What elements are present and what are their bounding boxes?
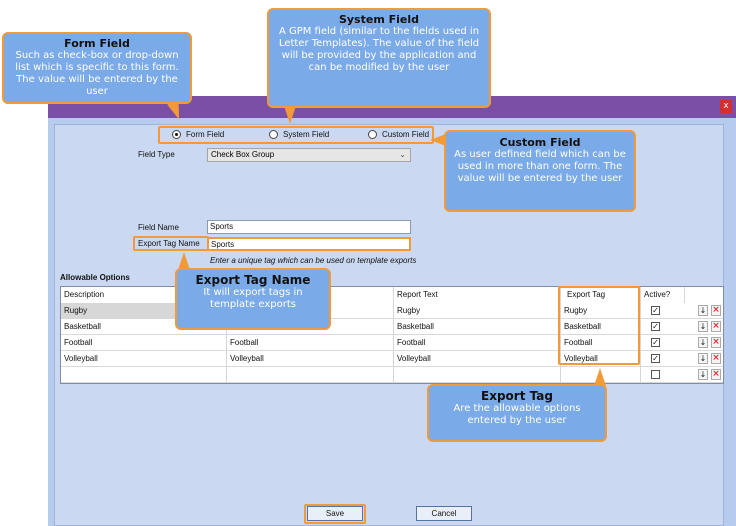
move-down-icon[interactable]: ↓ — [698, 321, 708, 332]
cell-value[interactable] — [227, 367, 394, 383]
callout-export-tag-name: Export Tag Name It will export tags in t… — [175, 268, 331, 330]
callout-export-tag-body: Are the allowable options entered by the… — [453, 403, 581, 426]
move-down-icon[interactable]: ↓ — [698, 353, 708, 364]
cell-description[interactable]: Volleyball — [61, 351, 227, 367]
cell-report-text[interactable]: Volleyball — [394, 351, 561, 367]
table-row[interactable]: Basketball Basketball Basketball ✓ ↓ × — [61, 319, 723, 335]
callout-custom-field-body: As user defined field which can be used … — [454, 149, 626, 184]
column-header-active[interactable]: Active? — [641, 287, 685, 303]
column-header-report-text[interactable]: Report Text — [394, 287, 561, 303]
callout-custom-field: Custom Field As user defined field which… — [444, 130, 636, 212]
cell-value[interactable] — [227, 303, 394, 319]
save-button-highlight — [304, 504, 366, 524]
column-header-export-tag[interactable]: Export Tag — [561, 287, 641, 303]
callout-export-tag-title: Export Tag — [481, 389, 553, 403]
active-checkbox[interactable]: ✓ — [651, 322, 660, 331]
export-tag-column-highlight — [558, 286, 640, 365]
radio-form-field-label: Form Field — [186, 130, 225, 139]
cancel-button[interactable]: Cancel — [416, 506, 472, 521]
cell-report-text[interactable]: Rugby — [394, 303, 561, 319]
radio-unselected-icon — [368, 130, 377, 139]
callout-export-tag-name-body: It will export tags in template exports — [203, 287, 303, 310]
save-button[interactable]: Save — [307, 506, 363, 521]
cell-export-tag[interactable]: Football — [561, 335, 641, 351]
callout-export-tag: Export Tag Are the allowable options ent… — [427, 384, 607, 442]
callout-form-field-body: Such as check-box or drop-down list whic… — [15, 50, 179, 97]
field-type-value: Check Box Group — [211, 150, 275, 159]
cell-export-tag[interactable]: Volleyball — [561, 351, 641, 367]
cell-export-tag[interactable]: Basketball — [561, 319, 641, 335]
move-down-icon[interactable]: ↓ — [698, 337, 708, 348]
callout-form-field: Form Field Such as check-box or drop-dow… — [2, 32, 192, 104]
cell-value[interactable] — [227, 319, 394, 335]
radio-custom-field[interactable]: Custom Field — [368, 130, 429, 139]
field-type-label: Field Type — [138, 150, 175, 159]
field-name-label: Field Name — [138, 223, 179, 232]
allowable-options-title: Allowable Options — [60, 273, 130, 282]
callout-custom-field-title: Custom Field — [499, 136, 581, 149]
close-icon[interactable]: x — [720, 100, 732, 113]
cell-description[interactable] — [61, 367, 227, 383]
callout-export-tag-pointer — [594, 368, 606, 386]
column-header-actions — [685, 287, 723, 303]
field-type-select[interactable]: Check Box Group ⌄ — [207, 148, 411, 162]
callout-form-field-title: Form Field — [64, 37, 130, 50]
callout-system-field-pointer — [284, 106, 296, 124]
callout-custom-field-pointer — [430, 134, 446, 146]
cell-description[interactable]: Football — [61, 335, 227, 351]
export-tag-name-label: Export Tag Name — [138, 239, 200, 248]
delete-icon[interactable]: × — [711, 305, 721, 316]
callout-system-field-body: A GPM field (similar to the fields used … — [278, 26, 480, 73]
radio-form-field[interactable]: Form Field — [172, 130, 224, 139]
callout-export-tag-name-pointer — [178, 252, 190, 270]
field-name-input[interactable]: Sports — [207, 220, 411, 234]
cell-report-text[interactable]: Football — [394, 335, 561, 351]
move-down-icon[interactable]: ↓ — [698, 305, 708, 316]
radio-system-field[interactable]: System Field — [269, 130, 329, 139]
export-tag-name-input[interactable]: Sports — [207, 237, 411, 251]
table-row-new[interactable]: ↓ × — [61, 367, 723, 383]
callout-system-field: System Field A GPM field (similar to the… — [267, 8, 491, 108]
delete-icon[interactable]: × — [711, 321, 721, 332]
callout-system-field-title: System Field — [338, 13, 420, 26]
radio-selected-icon — [172, 130, 181, 139]
allowable-options-grid: Description Report Text Export Tag Activ… — [60, 286, 724, 384]
active-checkbox[interactable]: ✓ — [651, 354, 660, 363]
cell-value[interactable]: Volleyball — [227, 351, 394, 367]
delete-icon[interactable]: × — [711, 353, 721, 364]
delete-icon[interactable]: × — [711, 337, 721, 348]
cell-report-text[interactable] — [394, 367, 561, 383]
cell-value[interactable]: Football — [227, 335, 394, 351]
active-checkbox[interactable]: ✓ — [651, 338, 660, 347]
radio-system-field-label: System Field — [283, 130, 330, 139]
export-tag-hint: Enter a unique tag which can be used on … — [210, 256, 417, 265]
radio-custom-field-label: Custom Field — [382, 130, 430, 139]
cell-report-text[interactable]: Basketball — [394, 319, 561, 335]
table-row[interactable]: Volleyball Volleyball Volleyball Volleyb… — [61, 351, 723, 367]
radio-unselected-icon — [269, 130, 278, 139]
active-checkbox[interactable] — [651, 370, 660, 379]
active-checkbox[interactable]: ✓ — [651, 306, 660, 315]
cell-export-tag[interactable]: Rugby — [561, 303, 641, 319]
callout-export-tag-name-title: Export Tag Name — [195, 273, 311, 287]
delete-icon[interactable]: × — [711, 369, 721, 380]
move-down-icon[interactable]: ↓ — [698, 369, 708, 380]
cell-export-tag[interactable] — [561, 367, 641, 383]
table-row[interactable]: Football Football Football Football ✓ ↓ … — [61, 335, 723, 351]
chevron-down-icon: ⌄ — [399, 150, 406, 159]
